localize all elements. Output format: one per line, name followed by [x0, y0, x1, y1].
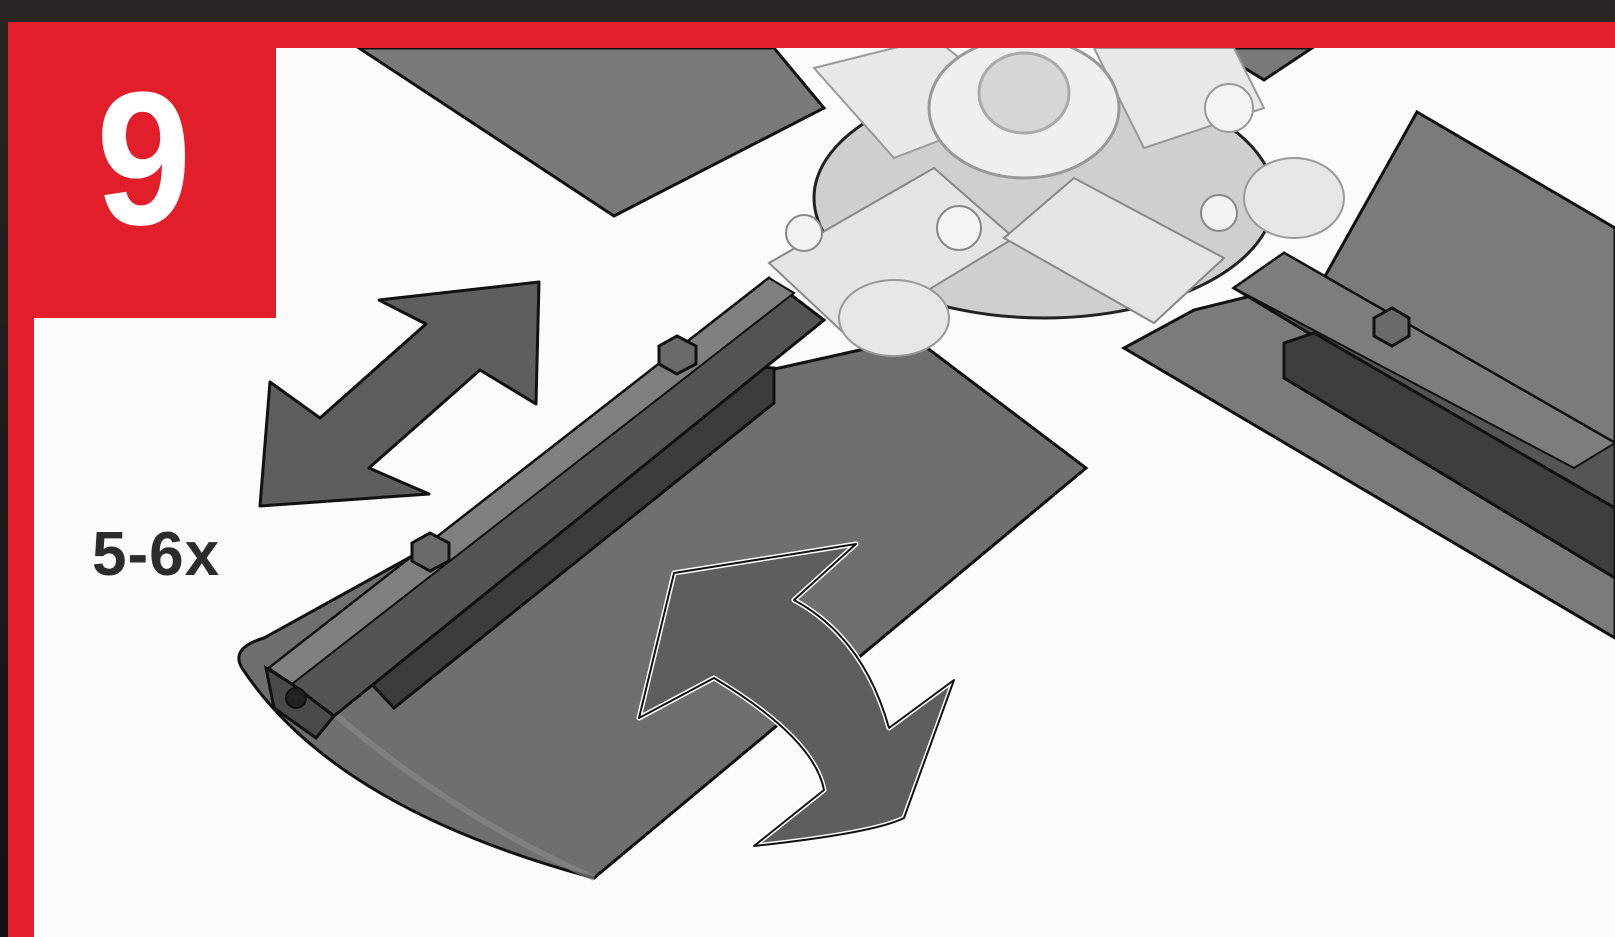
step-number-badge: 9	[8, 22, 276, 318]
blade-back-left	[359, 48, 824, 216]
double-headed-arrow-icon	[260, 282, 539, 506]
hub-bolt	[937, 206, 981, 250]
bolt-right	[1374, 308, 1409, 346]
bolt-front-upper	[659, 336, 696, 374]
hub-clamp	[839, 280, 949, 356]
step-number: 9	[21, 64, 262, 254]
hub-bolt	[1205, 84, 1253, 132]
hub-bolt	[786, 215, 822, 251]
bar-end-hole	[286, 688, 306, 708]
bolt-front-lower	[412, 533, 449, 571]
hub-bolt	[1201, 195, 1237, 231]
repeat-count-label: 5-6x	[92, 520, 220, 590]
hub-shaft	[979, 53, 1069, 133]
hub-clamp	[1244, 158, 1344, 238]
